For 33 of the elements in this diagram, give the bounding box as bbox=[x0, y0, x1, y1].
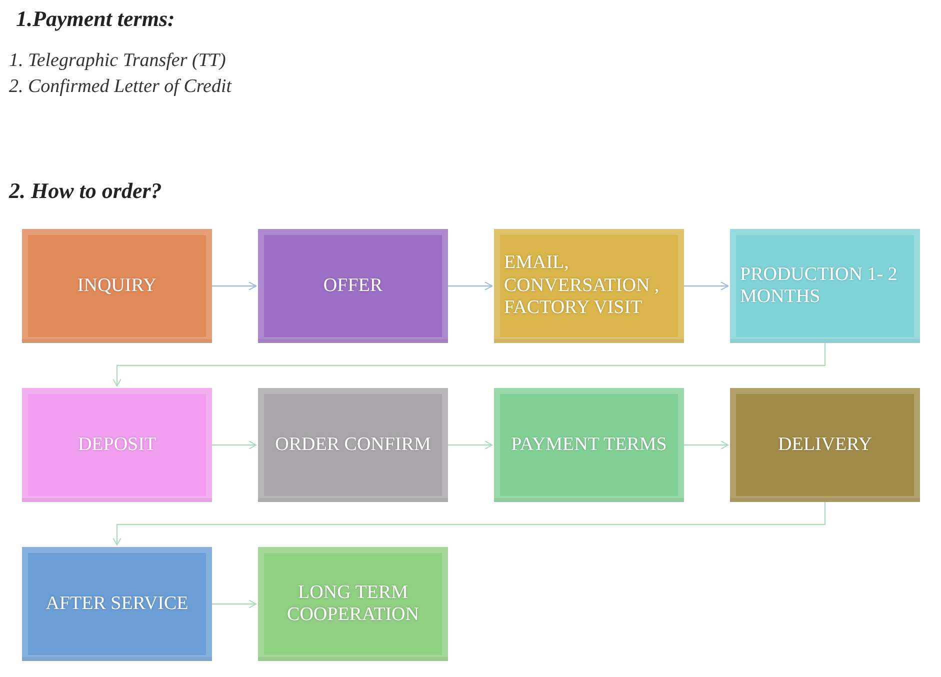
process-box bbox=[22, 229, 212, 343]
arrow bbox=[212, 440, 256, 450]
step-label: PRODUCTION 1- 2 MONTHS bbox=[740, 264, 898, 308]
step-label: DELIVERY bbox=[778, 434, 872, 456]
process-box bbox=[22, 547, 212, 661]
list-item: 1. Telegraphic Transfer (TT) bbox=[9, 50, 226, 72]
process-box bbox=[730, 229, 920, 343]
process-box bbox=[494, 229, 684, 343]
process-box bbox=[258, 388, 448, 502]
process-box bbox=[22, 388, 212, 502]
arrow bbox=[448, 282, 492, 290]
arrow bbox=[448, 440, 492, 450]
process-box bbox=[494, 388, 684, 502]
step-label: DEPOSIT bbox=[78, 434, 156, 456]
arrow bbox=[684, 440, 728, 450]
step-label: INQUIRY bbox=[77, 274, 157, 298]
arrow bbox=[112, 343, 826, 386]
step-label: LONG TERM COOPERATION bbox=[286, 582, 420, 626]
list-item: 2. Confirmed Letter of Credit bbox=[9, 76, 232, 98]
step-label: EMAIL, CONVERSATION , FACTORY VISIT bbox=[504, 252, 660, 320]
arrow bbox=[684, 282, 728, 290]
arrow bbox=[112, 502, 826, 546]
step-label: OFFER bbox=[323, 274, 383, 298]
step-label: PAYMENT TERMS bbox=[511, 434, 667, 456]
heading: 1.Payment terms: bbox=[16, 6, 175, 32]
heading: 2. How to order? bbox=[9, 178, 162, 204]
process-box bbox=[258, 229, 448, 343]
process-box bbox=[258, 547, 448, 661]
step-label: ORDER CONFIRM bbox=[275, 434, 431, 456]
process-box bbox=[730, 388, 920, 502]
arrow bbox=[212, 600, 256, 608]
step-label: AFTER SERVICE bbox=[46, 592, 188, 616]
arrow bbox=[212, 282, 256, 290]
